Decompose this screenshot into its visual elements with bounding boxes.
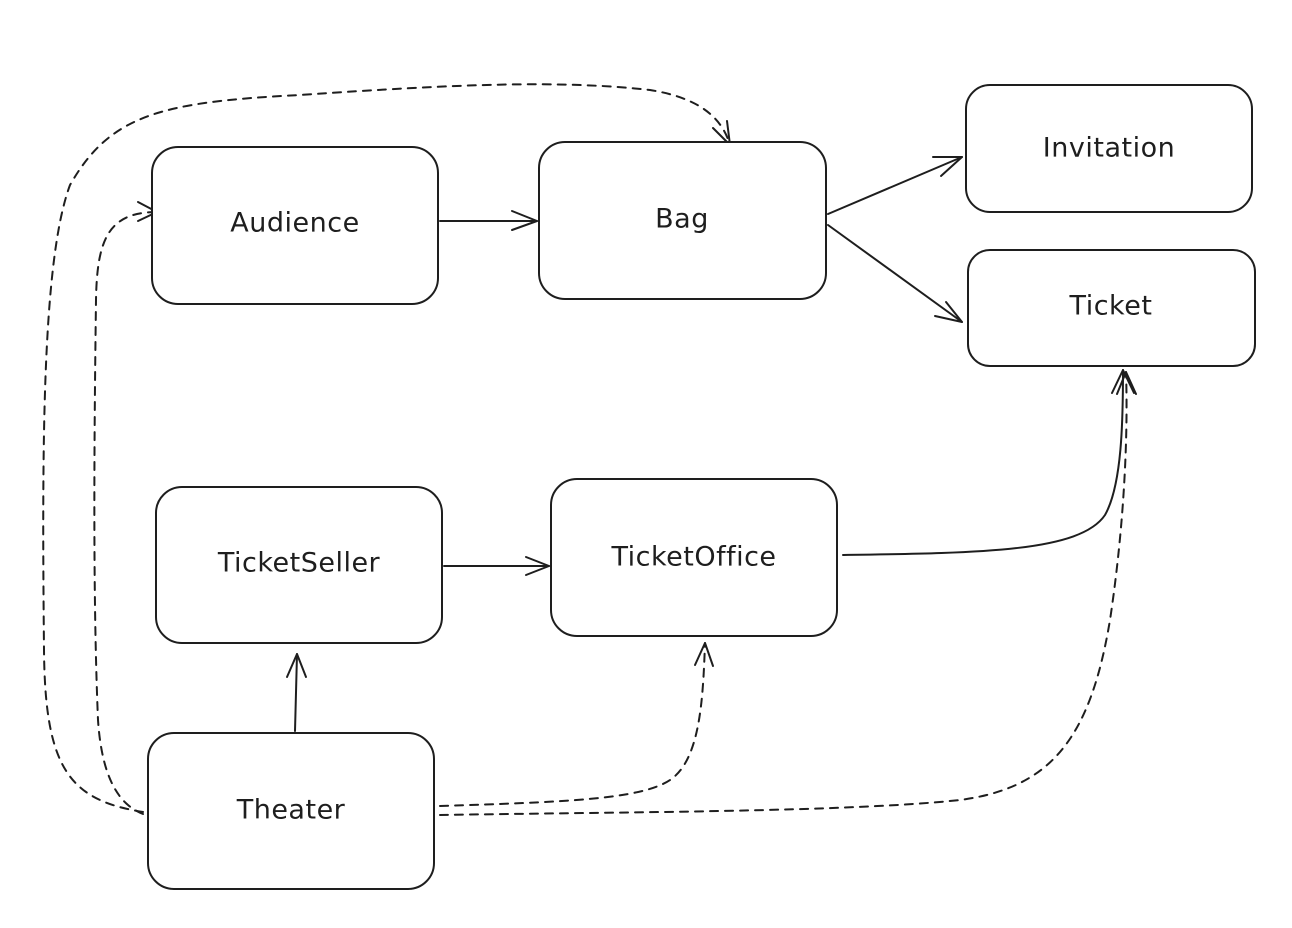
node-bag-label: Bag [655, 204, 709, 235]
edge-ticketoffice-to-ticket [842, 369, 1135, 556]
edge-audience-to-bag [439, 210, 538, 231]
edge-bag-to-invitation [827, 156, 963, 215]
edge-theater-to-ticketseller [286, 653, 307, 732]
node-theater[interactable]: Theater [147, 732, 435, 890]
node-theater-label: Theater [236, 795, 346, 826]
node-ticketseller-label: TicketSeller [217, 548, 381, 579]
node-ticketoffice[interactable]: TicketOffice [550, 478, 838, 637]
node-ticketseller[interactable]: TicketSeller [155, 486, 443, 644]
node-bag[interactable]: Bag [538, 141, 827, 300]
edge-bag-to-ticket [827, 224, 963, 323]
edge-theater-to-ticket [439, 371, 1137, 816]
node-invitation[interactable]: Invitation [965, 84, 1253, 213]
node-audience[interactable]: Audience [151, 146, 439, 305]
node-ticket-label: Ticket [1069, 291, 1153, 322]
edge-theater-to-ticketoffice [439, 642, 714, 807]
edge-ticketseller-to-ticketoffice [443, 556, 550, 576]
edge-theater-to-audience [93, 201, 158, 815]
node-invitation-label: Invitation [1043, 133, 1175, 164]
node-ticketoffice-label: TicketOffice [610, 542, 776, 573]
node-ticket[interactable]: Ticket [967, 249, 1256, 367]
node-audience-label: Audience [230, 208, 359, 239]
